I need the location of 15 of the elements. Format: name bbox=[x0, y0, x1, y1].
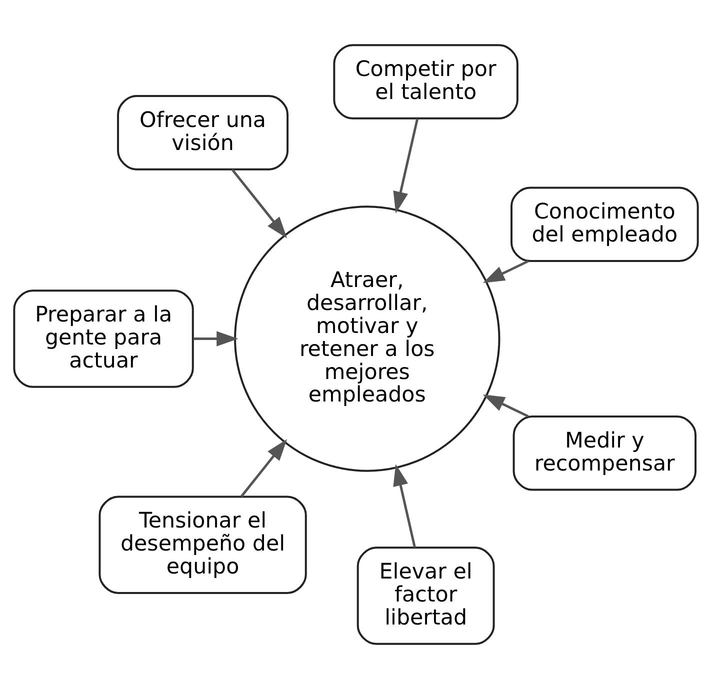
arrow bbox=[482, 394, 529, 418]
arrow bbox=[393, 464, 416, 548]
node-box: Competir por el talento bbox=[333, 44, 518, 120]
node-box: Tensionar el desempeño del equipo bbox=[98, 496, 307, 594]
arrow bbox=[393, 118, 419, 214]
node-box: Conocimento del empleado bbox=[510, 186, 699, 262]
arrow bbox=[482, 260, 529, 284]
arrow bbox=[231, 168, 288, 238]
node-box: Preparar a la gente para actuar bbox=[13, 290, 194, 388]
arrow bbox=[194, 331, 238, 346]
node-box: Elevar el factor libertad bbox=[356, 546, 495, 645]
node-box: Ofrecer una visión bbox=[117, 95, 289, 170]
node-box: Medir y recompensar bbox=[512, 416, 697, 491]
arrow bbox=[240, 439, 288, 498]
node-circle: Atraer, desarrollar, motivar y retener a los mejores empleados bbox=[234, 206, 500, 472]
